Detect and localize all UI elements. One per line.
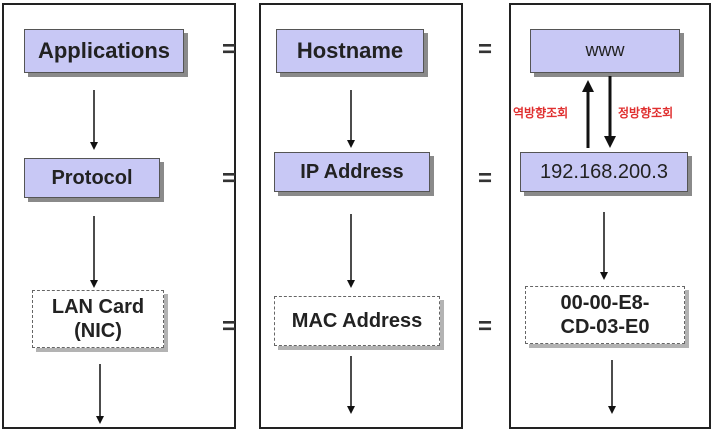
applications-box: Applications — [24, 29, 184, 73]
equals-sign: = — [477, 165, 492, 192]
lan-card-box: LAN Card (NIC) — [32, 290, 164, 348]
column-layer — [2, 3, 236, 429]
equals-sign: = — [221, 165, 236, 192]
equals-sign: = — [477, 36, 492, 63]
mac-value-box: 00-00-E8- CD-03-E0 — [525, 286, 685, 344]
reverse-lookup-label: 역방향조회 — [513, 106, 569, 120]
protocol-box: Protocol — [24, 158, 160, 198]
equals-sign: = — [221, 313, 236, 340]
equals-sign: = — [221, 36, 236, 63]
column-value — [509, 3, 711, 429]
ip-address-box: IP Address — [274, 152, 430, 192]
forward-lookup-label: 정방향조회 — [618, 106, 674, 120]
column-name — [259, 3, 463, 429]
www-box: www — [530, 29, 680, 73]
ip-value-box: 192.168.200.3 — [520, 152, 688, 192]
hostname-box: Hostname — [276, 29, 424, 73]
equals-sign: = — [477, 313, 492, 340]
mac-address-box: MAC Address — [274, 296, 440, 346]
